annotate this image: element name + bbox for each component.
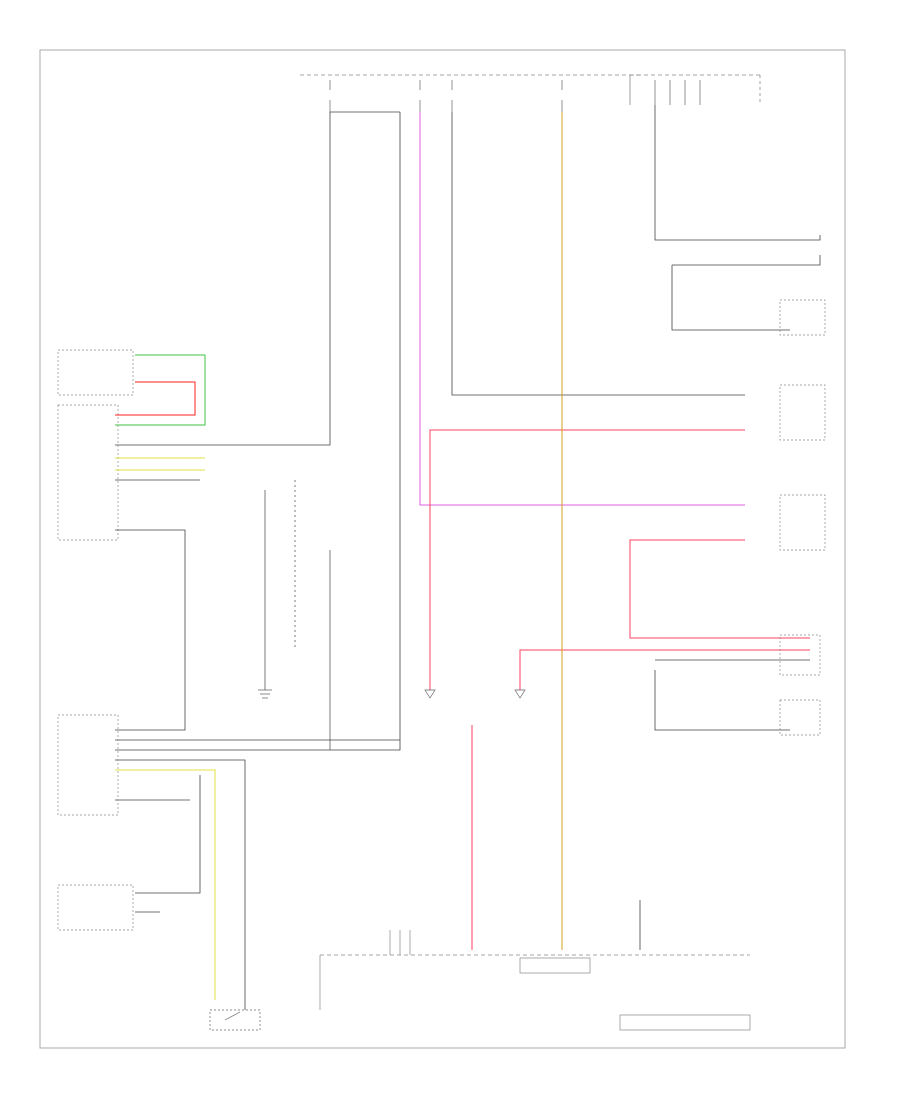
wire-black-left — [115, 111, 745, 751]
wire-violet — [419, 112, 745, 506]
top-fuses — [329, 80, 701, 112]
airbag-switch — [209, 1009, 261, 1031]
ground-symbols — [258, 689, 526, 699]
top-fuse-bus — [300, 74, 761, 105]
driver-module-box — [57, 714, 119, 816]
wire-black-right — [639, 105, 821, 950]
right-seat-heater-box — [57, 884, 134, 931]
combination-meter — [319, 930, 751, 1031]
diagram-frame — [39, 49, 846, 1049]
wire-yellow-green — [115, 457, 216, 1000]
left-seat-heater-connector — [57, 349, 134, 541]
wire-green — [115, 354, 206, 426]
occupant-sensor-wires — [264, 480, 331, 750]
wire-pink — [429, 429, 810, 950]
wire-red — [115, 381, 196, 416]
wire-black-module — [115, 479, 400, 1010]
right-devices — [779, 299, 826, 736]
